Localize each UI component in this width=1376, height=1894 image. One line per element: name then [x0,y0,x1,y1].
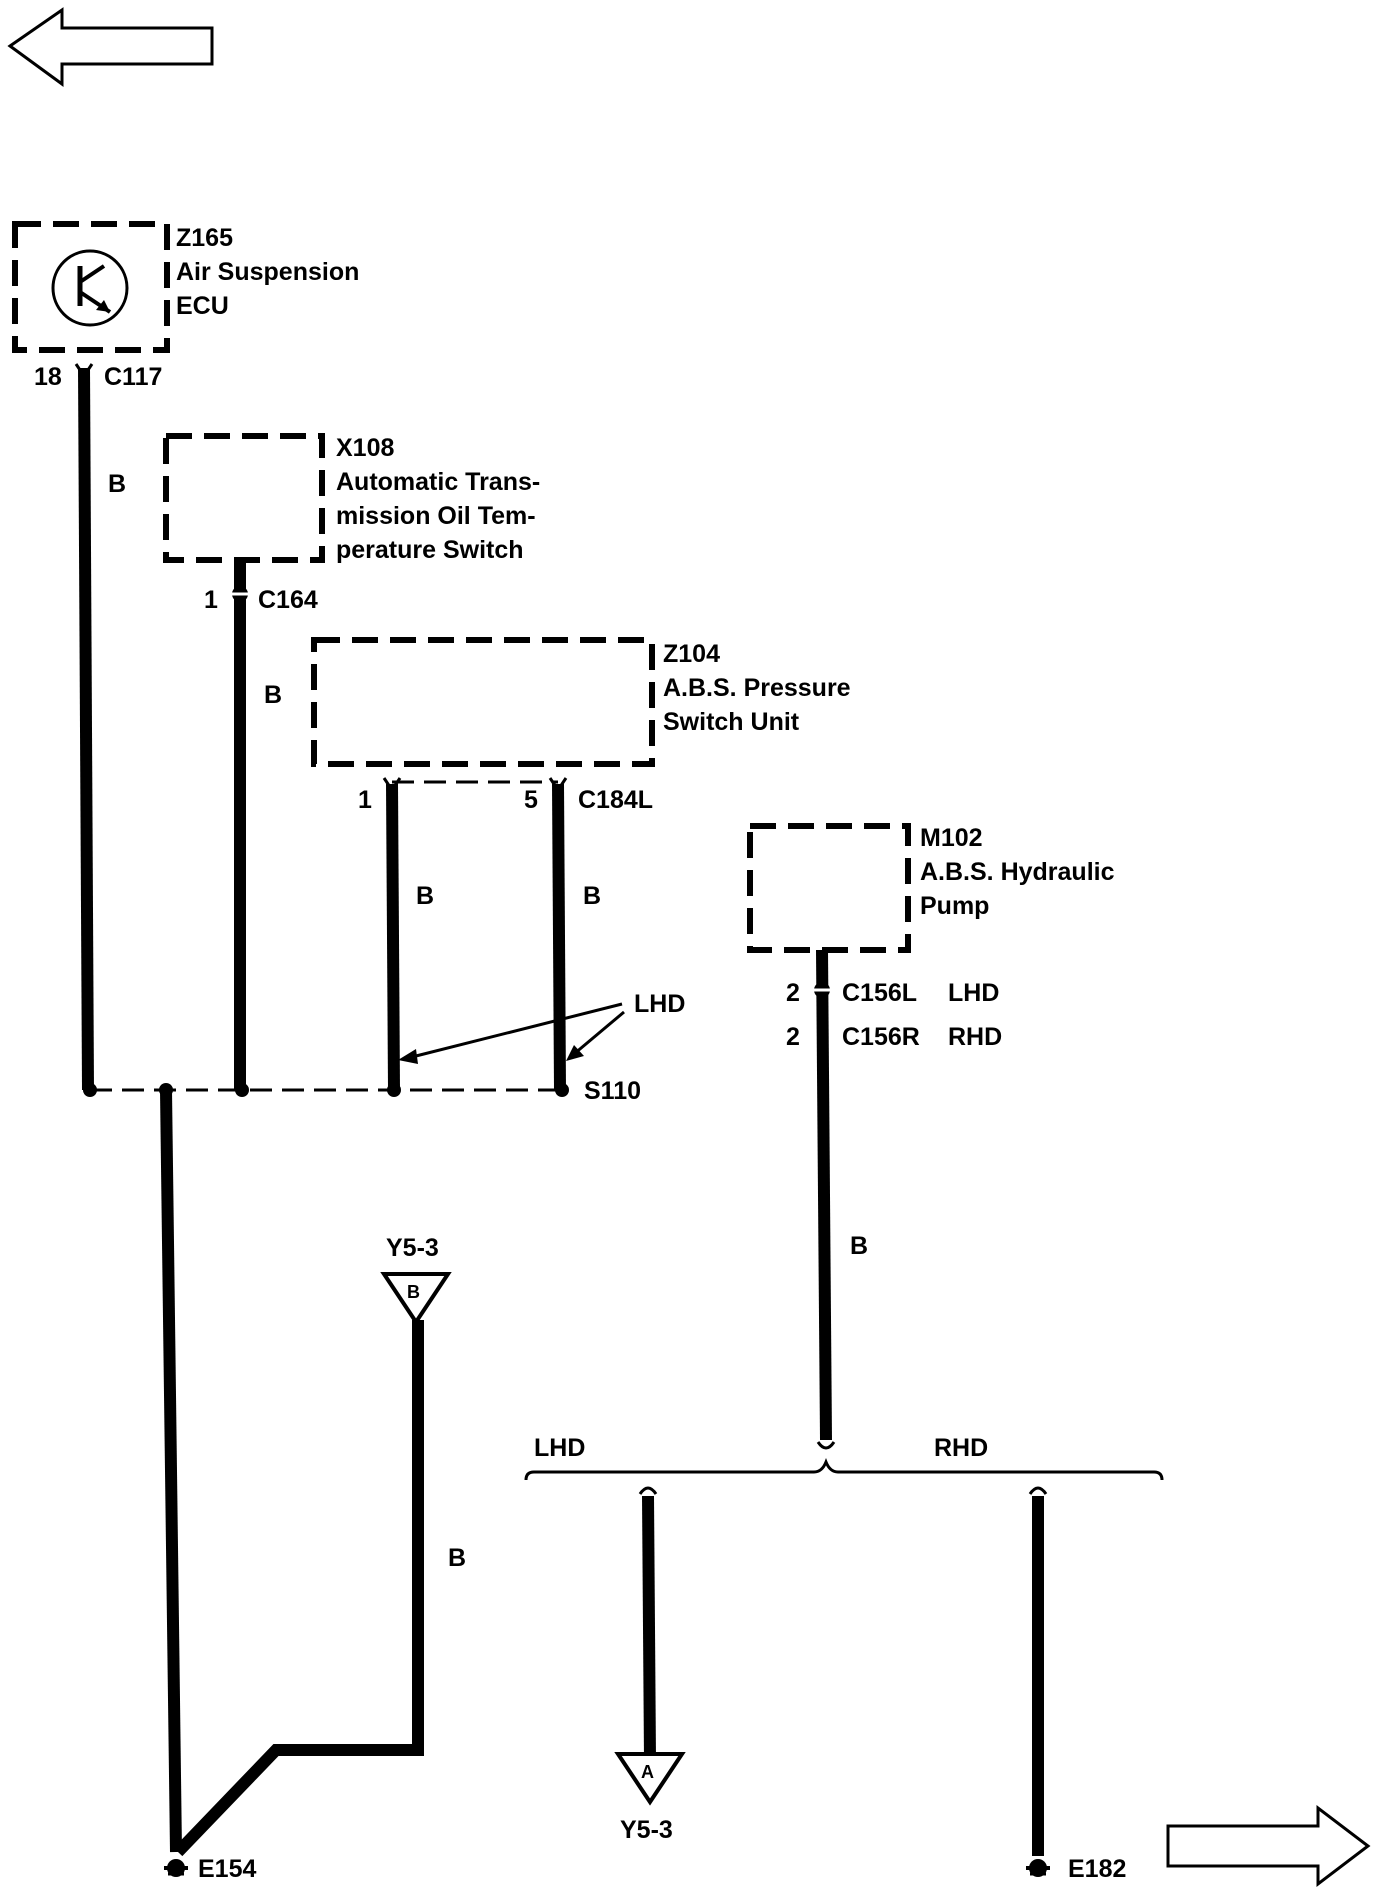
c156l-pin: 2 [786,979,800,1007]
c117-name: C117 [104,363,162,391]
ref-bottom-page: Y5-3 [620,1816,673,1844]
previous-page-arrow-icon[interactable] [7,7,214,87]
wire-m102 [816,949,832,1441]
c184l-pin5: 5 [524,786,538,814]
splice-label: S110 [584,1077,641,1105]
wire-z104-pin5 [552,783,566,1091]
m102-name-line1: A.B.S. Hydraulic [920,858,1115,886]
z165-dashed-box [12,221,170,353]
connector-c117: 18 C117 [34,363,162,391]
connector-c164: 1 C164 [204,586,318,614]
z104-id: Z104 [663,640,720,668]
branch-right-label: RHD [934,1434,988,1462]
wire-lhd-branch [642,1495,656,1761]
ground-e182: E182 [1026,1855,1126,1883]
reference-y5-3-b[interactable]: Y5-3 B [380,1234,452,1326]
arrow-head-icon [566,1045,584,1061]
c156l-variant: LHD [948,979,999,1007]
connector-c156l: 2 C156L LHD [786,979,999,1007]
wire-color-c117: B [108,470,126,498]
x108-name-line3: perature Switch [336,536,524,564]
c156l-name: C156L [842,979,917,1007]
z104-name-line2: Switch Unit [663,708,800,736]
ground-e154-label: E154 [198,1855,256,1883]
wire-color-z104-pin1: B [416,882,434,910]
connector-c184l: 1 5 C184L [358,777,653,814]
ground-e182-label: E182 [1068,1855,1126,1883]
x108-dashed-box [163,433,325,563]
z104-name-line1: A.B.S. Pressure [663,674,851,702]
x108-id: X108 [336,434,394,462]
variant-branch: LHD RHD [524,1434,1164,1481]
wire-color-m102: B [850,1232,868,1260]
connector-c156r: 2 C156R RHD [786,1023,1002,1051]
wire-c117-s110 [78,367,94,1091]
wire-color-y5-3: B [448,1544,466,1572]
component-z104: Z104 A.B.S. Pressure Switch Unit [311,637,851,767]
wire-s110-e154 [160,1089,182,1853]
m102-dashed-box [747,823,911,953]
wire-z104-pin1 [386,783,400,1091]
x108-name-line1: Automatic Trans- [336,468,540,496]
c156r-name: C156R [842,1023,920,1051]
ground-e154: E154 [164,1855,256,1883]
wire-color-x108: B [264,681,282,709]
c156r-variant: RHD [948,1023,1002,1051]
component-m102: M102 A.B.S. Hydraulic Pump [747,823,1115,953]
z165-id: Z165 [176,224,233,252]
ref-top-letter: B [407,1282,420,1302]
x108-name-line2: mission Oil Tem- [336,502,536,530]
c117-pin: 18 [34,363,62,391]
z165-name-line2: ECU [176,292,229,320]
arrow-head-icon [398,1049,418,1064]
c184l-name: C184L [578,786,653,814]
c184l-pin1: 1 [358,786,372,814]
z165-name-line1: Air Suspension [176,258,359,286]
branch-left-label: LHD [534,1434,585,1462]
m102-id: M102 [920,824,983,852]
m102-name-line2: Pump [920,892,989,920]
wire-y5-3-e154 [173,1320,424,1857]
next-page-arrow-icon[interactable] [1166,1804,1371,1888]
transistor-icon [51,249,129,327]
ref-bottom-letter: A [641,1762,654,1782]
component-z165: Z165 Air Suspension ECU [12,221,359,353]
wire-color-z104-pin5: B [583,882,601,910]
ref-top-page: Y5-3 [386,1234,439,1262]
c156r-pin: 2 [786,1023,800,1051]
lhd-note: LHD [398,990,685,1064]
c164-name: C164 [258,586,318,614]
reference-y5-3-a[interactable]: A Y5-3 [614,1752,686,1844]
component-x108: X108 Automatic Trans- mission Oil Tem- p… [163,433,540,564]
z104-dashed-box [311,637,655,767]
c164-pin: 1 [204,586,218,614]
lhd-note-label: LHD [634,990,685,1018]
